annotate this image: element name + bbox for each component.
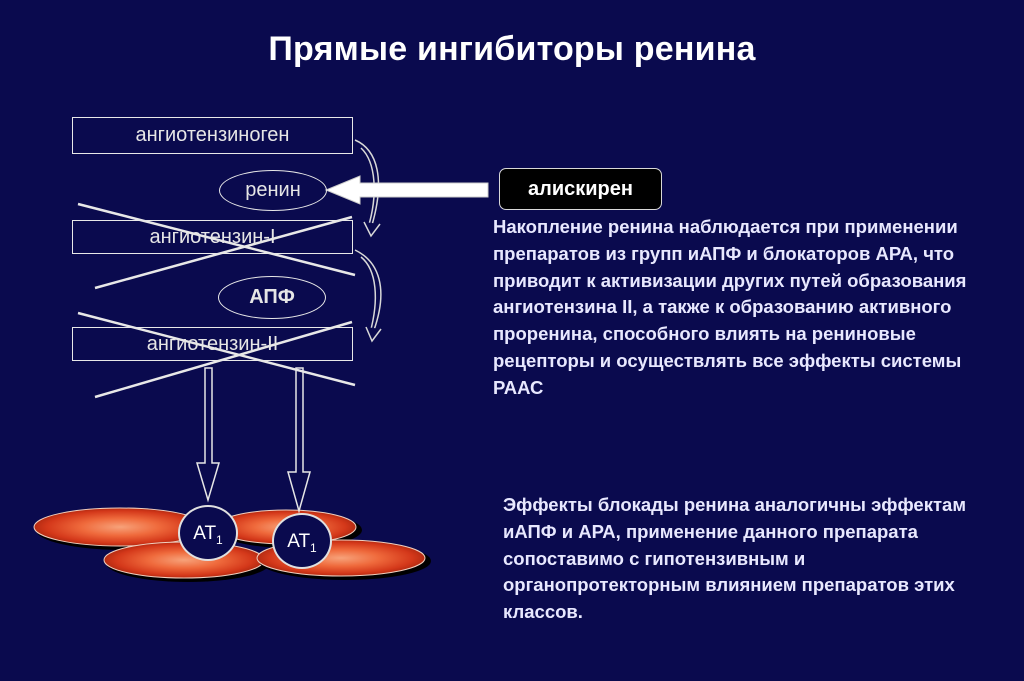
at1-label: АТ [193, 523, 217, 544]
aliskiren-box: алискирен [499, 168, 662, 210]
at1-subscript: 1 [310, 540, 317, 555]
down-arrows [195, 367, 311, 514]
curved-arrow-head [363, 221, 381, 238]
curved-arrow-head [365, 326, 382, 343]
red-cells [33, 507, 431, 582]
curved-arrows [354, 139, 382, 343]
down-arrow [195, 367, 221, 503]
at1-receptor-right: АТ1 [272, 513, 332, 569]
angiotensin-2-box: ангиотензин-II [72, 327, 353, 361]
angiotensin-1-box: ангиотензин-I [72, 220, 353, 254]
paragraph-blockade-effects: Эффекты блокады ренина аналогичны эффект… [503, 494, 967, 623]
renin-ellipse: ренин [219, 170, 327, 211]
inhibition-arrow [324, 175, 489, 205]
angiotensinogen-box: ангиотензиноген [72, 117, 353, 154]
cross-out-marks [77, 202, 356, 399]
at1-label: АТ [287, 531, 311, 552]
down-arrow [287, 367, 311, 514]
slide-title: Прямые ингибиторы ренина [268, 30, 756, 68]
at1-receptor-left: АТ1 [178, 505, 238, 561]
ace-ellipse: АПФ [218, 276, 326, 319]
paragraph-renin-accumulation: Накопление ренина наблюдается при примен… [493, 216, 967, 398]
at1-subscript: 1 [216, 532, 223, 547]
